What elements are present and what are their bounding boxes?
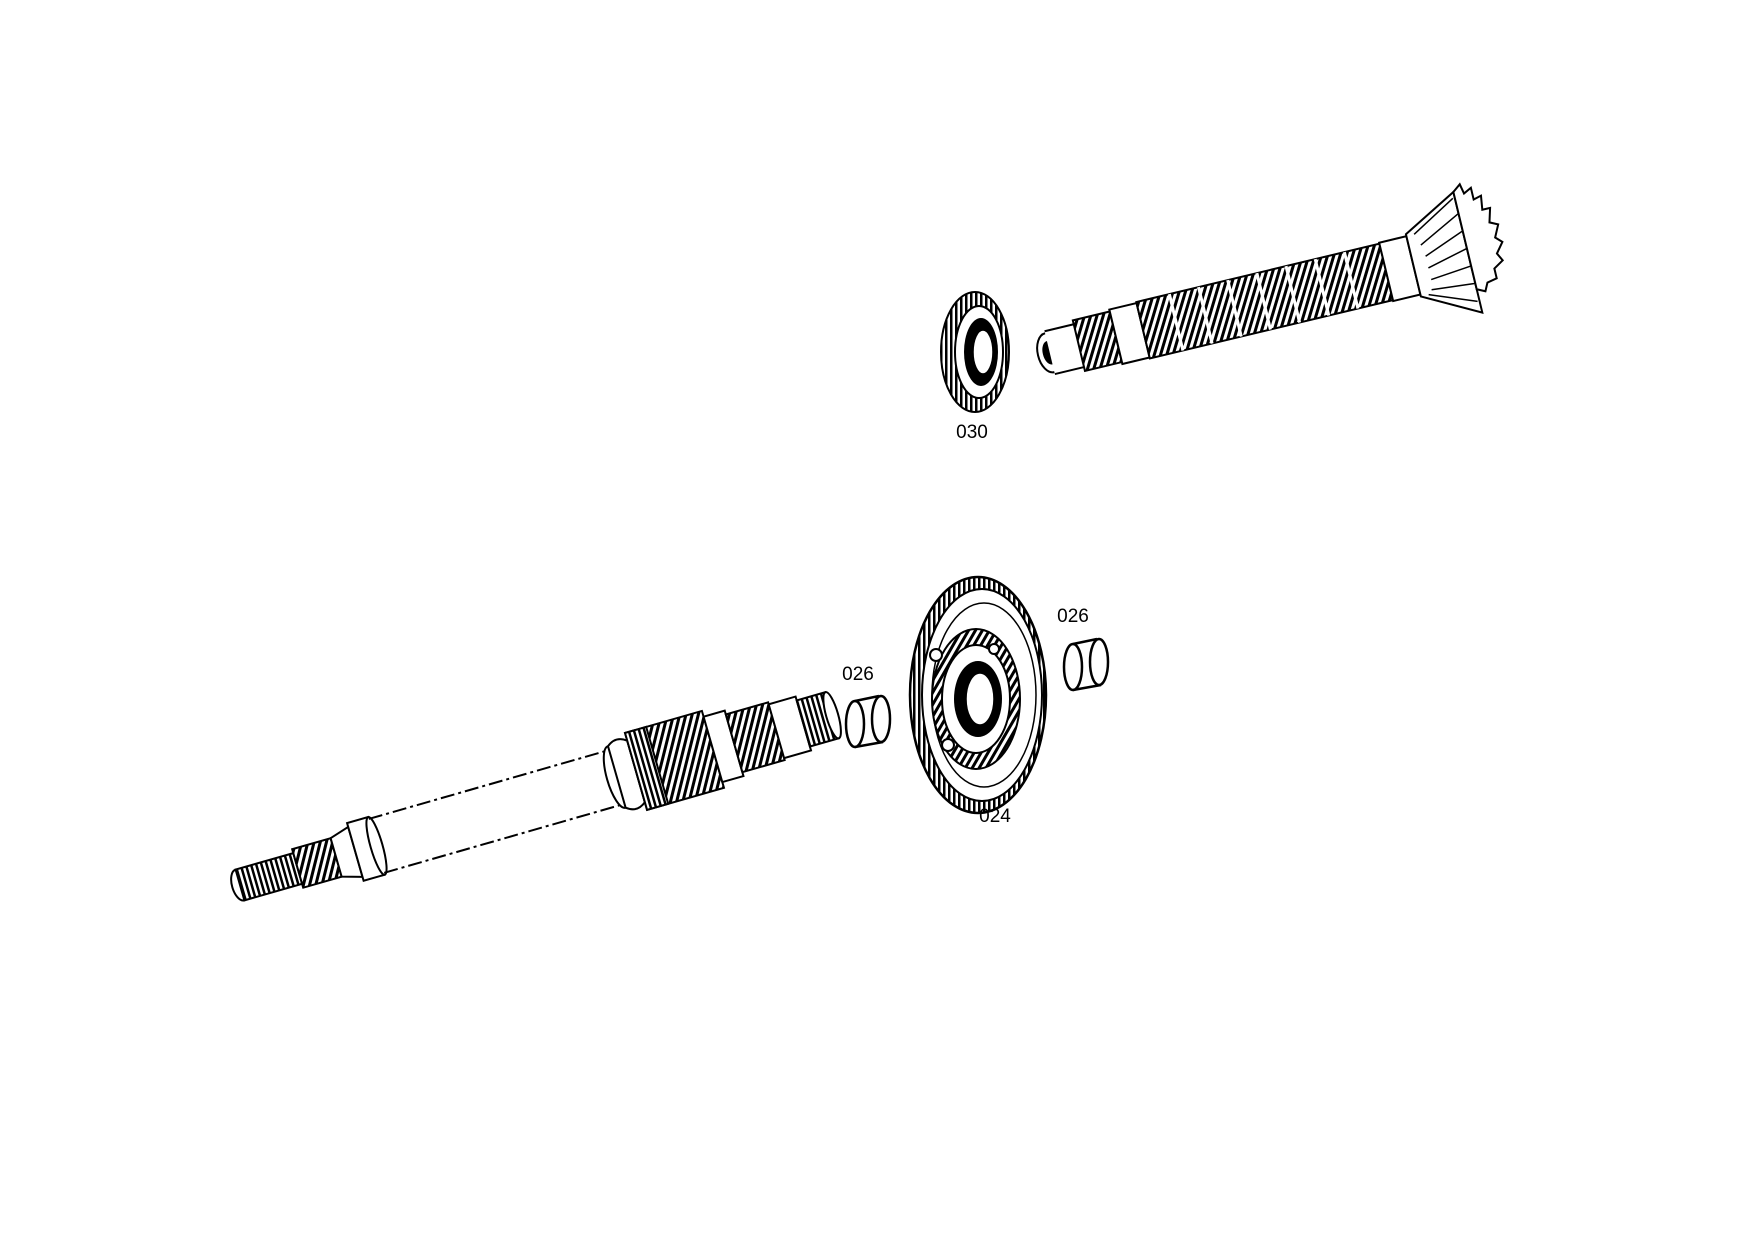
bevel-pinion-shaft xyxy=(1036,182,1505,376)
main-shaft xyxy=(230,690,842,902)
label-030: 030 xyxy=(956,422,988,443)
spacer-ring-left-026 xyxy=(844,694,892,749)
spacer-ring-right-026 xyxy=(1062,637,1110,692)
label-026-left: 026 xyxy=(842,664,874,685)
label-024: 024 xyxy=(979,806,1011,827)
label-026-right: 026 xyxy=(1057,606,1089,627)
large-gear-024 xyxy=(908,575,1048,815)
pinion-gear-030 xyxy=(940,291,1010,413)
